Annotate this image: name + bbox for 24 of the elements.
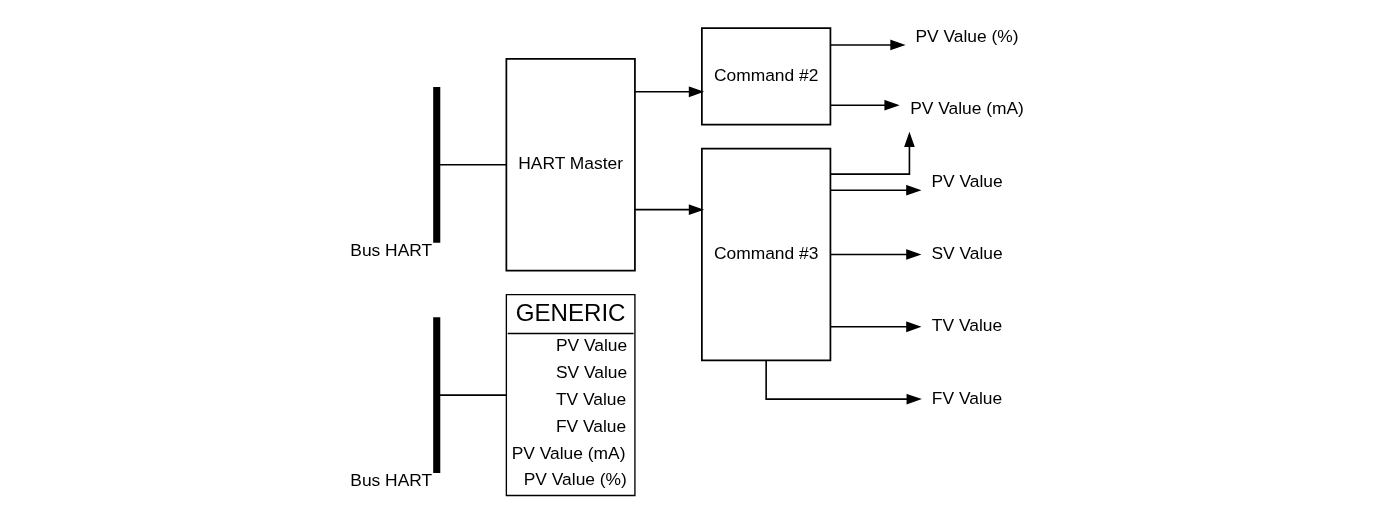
node-text: SV Value — [931, 243, 1003, 264]
node-text: PV Value — [931, 170, 1003, 191]
arrow — [829, 131, 915, 175]
node-text: PV Value (mA) — [910, 98, 1024, 119]
connector — [438, 394, 508, 396]
arrow — [765, 359, 922, 405]
arrow — [830, 249, 922, 260]
arrow — [830, 321, 922, 333]
node-text: FV Value — [931, 387, 1003, 408]
arrow — [830, 39, 906, 51]
node-text: TV Value — [931, 315, 1003, 336]
connector — [438, 163, 508, 166]
node-bar — [433, 317, 441, 473]
arrow — [634, 204, 705, 215]
node-box: Command #2 — [701, 27, 832, 126]
arrow — [634, 86, 705, 98]
node-box: HART Master — [505, 58, 636, 272]
node-bar — [433, 86, 441, 243]
node-text: PV Value (%) — [915, 26, 1019, 47]
node-label: Bus HART — [350, 470, 433, 491]
arrow — [830, 184, 922, 196]
arrow — [830, 99, 900, 111]
node-label: Bus HART — [350, 239, 433, 260]
node-box: Command #3 — [701, 147, 832, 362]
